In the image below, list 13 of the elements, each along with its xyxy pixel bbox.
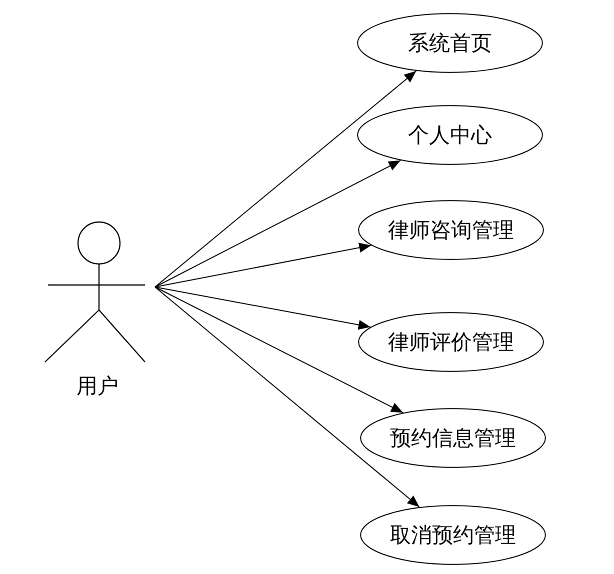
- arrow: [154, 160, 402, 288]
- actor-label: 用户: [76, 373, 120, 400]
- arrow: [154, 286, 420, 508]
- use-case-label: 取消预约管理: [389, 522, 517, 549]
- arrow: [154, 286, 404, 414]
- use-case-label: 系统首页: [407, 30, 493, 57]
- use-case-label: 预约信息管理: [389, 425, 517, 452]
- arrow: [154, 70, 417, 288]
- use-case-label: 律师评价管理: [387, 329, 515, 356]
- arrow: [154, 286, 371, 330]
- arrow: [154, 242, 372, 288]
- use-case-label: 律师咨询管理: [387, 217, 515, 244]
- use-case-label: 个人中心: [407, 122, 493, 149]
